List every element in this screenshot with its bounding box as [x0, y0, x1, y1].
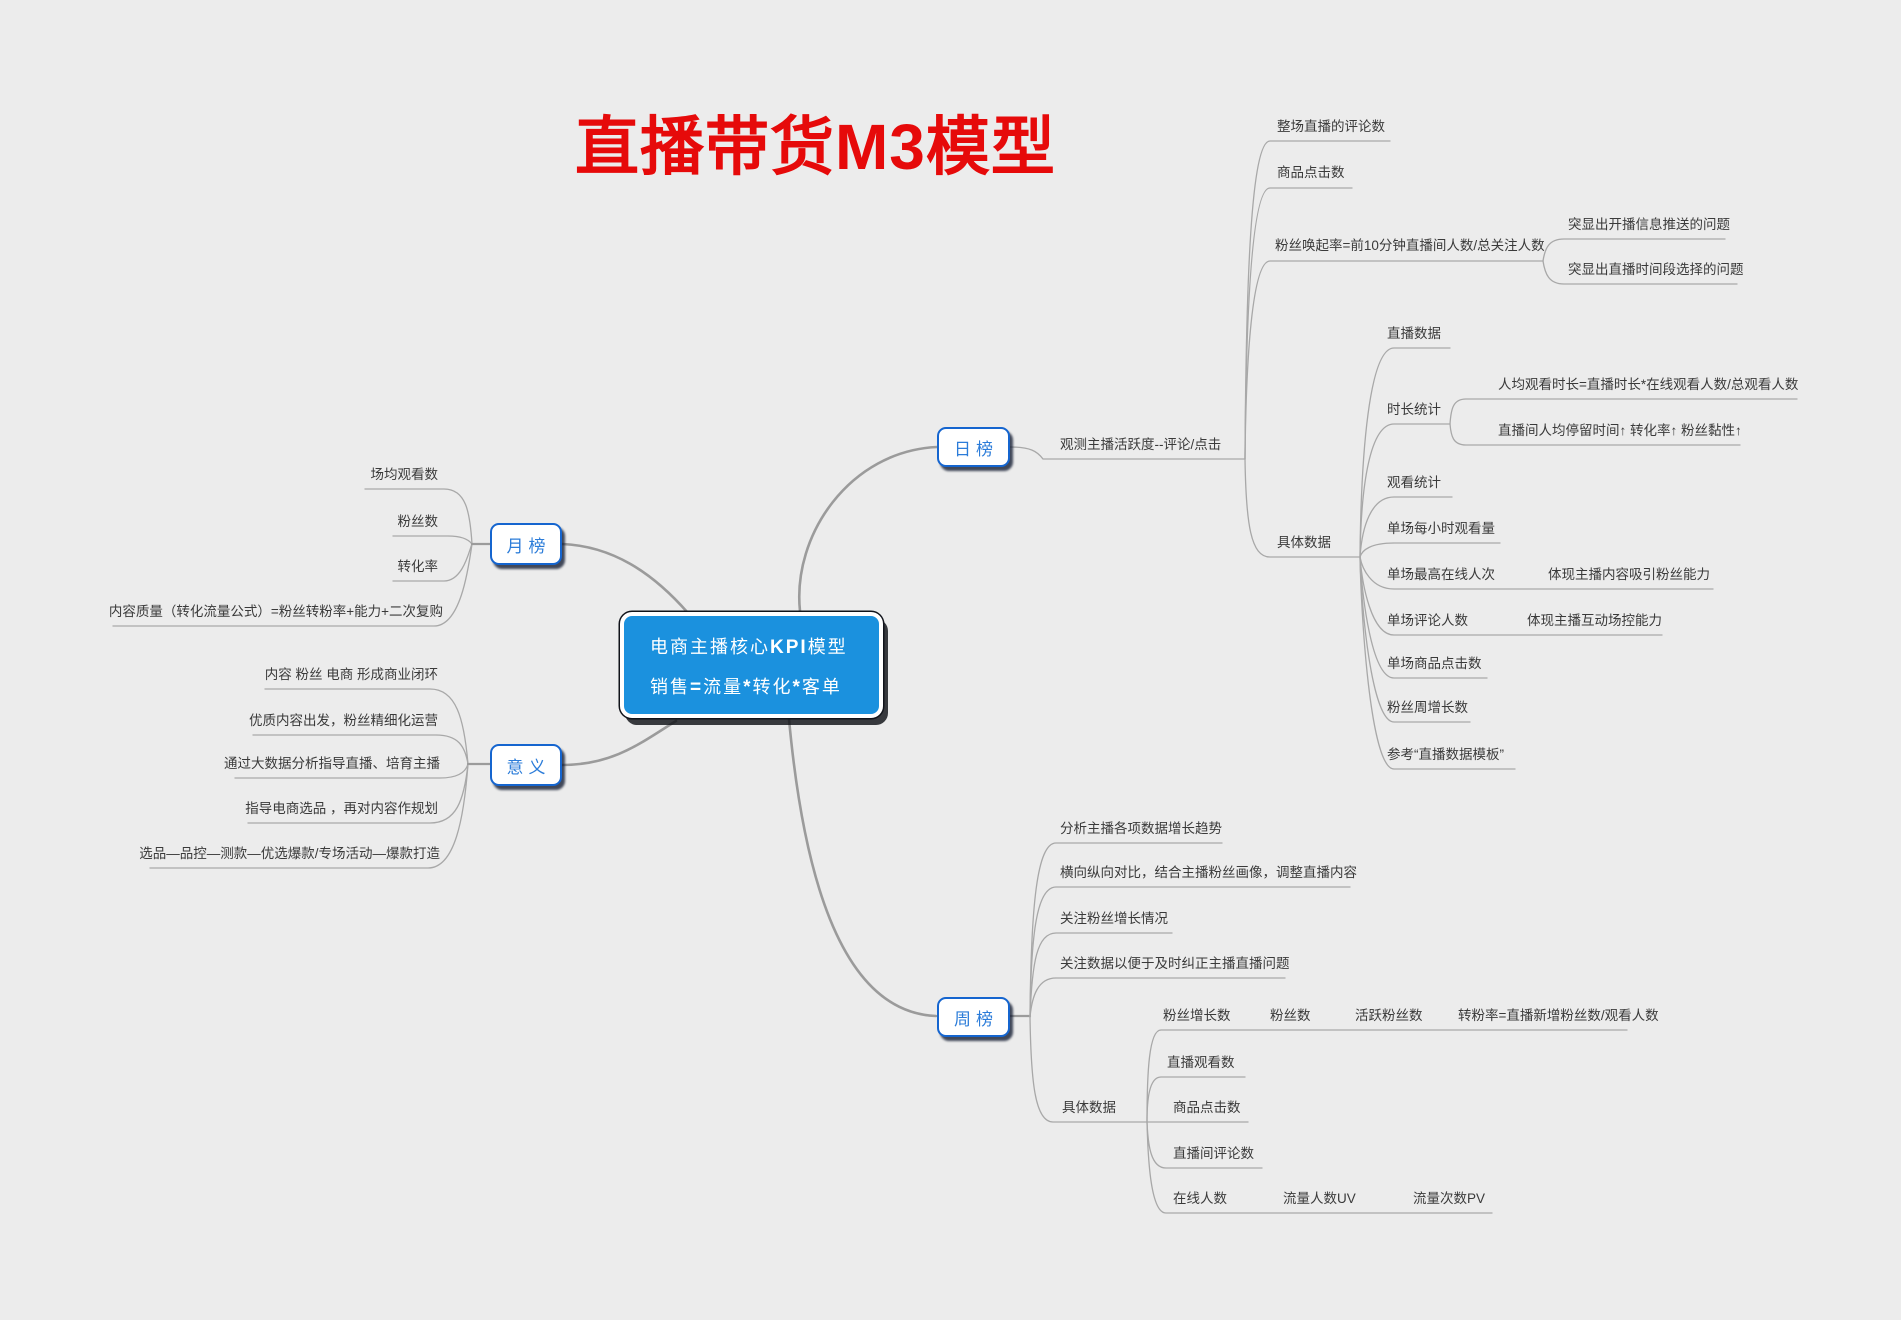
- edge-duration-avgwatch: [1449, 398, 1798, 425]
- edge-center-month: [560, 542, 690, 615]
- leaf-detail-watch-stat[interactable]: 观看统计: [1387, 475, 1441, 490]
- leaf-meaning-2[interactable]: 优质内容出发，粉丝精细化运营: [249, 713, 438, 728]
- map-title[interactable]: 直播带货M3模型: [575, 111, 1056, 183]
- edge-detail-duration: [1359, 423, 1451, 558]
- center-topic[interactable]: 电商主播核心KPI模型 销售=流量*转化*客单: [620, 612, 883, 718]
- leaf-day-comments-total[interactable]: 整场直播的评论数: [1277, 119, 1385, 134]
- center-topic-line2: 销售=流量*转化*客单: [650, 677, 842, 698]
- edge-act-detail: [1244, 458, 1361, 558]
- leaf-detail-fans-week-growth[interactable]: 粉丝周增长数: [1387, 700, 1468, 715]
- edge-week-3: [1029, 932, 1173, 1018]
- leaf-week-fans-growth[interactable]: 关注粉丝增长情况: [1060, 911, 1168, 926]
- leaf-month-conversion[interactable]: 转化率: [397, 559, 439, 574]
- topic-meaning[interactable]: 意义: [490, 744, 562, 786]
- edge-month-2: [392, 535, 473, 545]
- leaf-peak-online-note[interactable]: 体现主播内容吸引粉丝能力: [1548, 567, 1710, 582]
- edge-month-1: [364, 488, 473, 545]
- topic-week[interactable]: 周榜: [937, 997, 1010, 1037]
- leaf-chain-fans-growth[interactable]: 粉丝增长数: [1163, 1008, 1231, 1023]
- leaf-detail-peak-online[interactable]: 单场最高在线人次: [1387, 567, 1495, 582]
- edge-wdetail-comments: [1146, 1121, 1263, 1169]
- edge-detail-watchstat: [1359, 496, 1453, 558]
- edge-meaning-2: [252, 734, 469, 765]
- leaf-detail-template-ref[interactable]: 参考“直播数据模板”: [1387, 747, 1504, 762]
- leaf-day-activity[interactable]: 观测主播活跃度--评论/点击: [1060, 437, 1222, 452]
- leaf-wake-issue-timeslot[interactable]: 突显出直播时间段选择的问题: [1568, 262, 1744, 277]
- topic-day[interactable]: 日榜: [937, 427, 1010, 467]
- leaf-detail-comment-users[interactable]: 单场评论人数: [1387, 613, 1468, 628]
- edge-week-2: [1029, 886, 1351, 1018]
- leaf-day-product-clicks[interactable]: 商品点击数: [1277, 165, 1345, 180]
- leaf-meaning-4[interactable]: 指导电商选品 ，再对内容作规划: [245, 801, 438, 816]
- leaf-detail-hourly[interactable]: 单场每小时观看量: [1387, 521, 1495, 536]
- leaf-month-fans[interactable]: 粉丝数: [397, 514, 439, 529]
- leaf-meaning-3[interactable]: 通过大数据分析指导直播、培育主播: [224, 756, 440, 771]
- edge-month-4: [112, 543, 473, 627]
- leaf-meaning-1[interactable]: 内容 粉丝 电商 形成商业闭环: [264, 667, 438, 682]
- leaf-wdetail-pv[interactable]: 流量次数PV: [1413, 1191, 1486, 1206]
- leaf-wake-issue-push[interactable]: 突显出开播信息推送的问题: [1568, 217, 1730, 232]
- edge-day-activity: [1009, 446, 1246, 460]
- leaf-duration-avg-watch[interactable]: 人均观看时长=直播时长*在线观看人数/总观看人数: [1498, 377, 1799, 392]
- leaf-wdetail-room-comments[interactable]: 直播间评论数: [1173, 1146, 1254, 1161]
- leaf-duration-stay[interactable]: 直播间人均停留时间↑ 转化率↑ 粉丝黏性↑: [1498, 423, 1742, 438]
- leaf-day-fan-wake[interactable]: 粉丝唤起率=前10分钟直播间人数/总关注人数: [1275, 238, 1545, 253]
- leaf-detail-live-data[interactable]: 直播数据: [1387, 326, 1441, 341]
- topic-month[interactable]: 月榜: [490, 523, 562, 565]
- leaf-comment-users-note[interactable]: 体现主播互动场控能力: [1527, 613, 1662, 628]
- edge-meaning-5: [149, 763, 469, 869]
- edge-duration-stay: [1449, 423, 1741, 446]
- leaf-day-detail[interactable]: 具体数据: [1277, 535, 1331, 550]
- edge-wdetail-online: [1146, 1121, 1493, 1214]
- edge-wake-issue2: [1542, 260, 1738, 285]
- leaf-detail-product-clicks[interactable]: 单场商品点击数: [1387, 656, 1482, 671]
- leaf-week-compare[interactable]: 横向纵向对比，结合主播粉丝画像，调整直播内容: [1060, 865, 1357, 880]
- edge-meaning-1: [264, 688, 469, 765]
- leaf-chain-active-fans[interactable]: 活跃粉丝数: [1355, 1008, 1423, 1023]
- edge-wake-issue1: [1542, 238, 1726, 262]
- leaf-wdetail-online[interactable]: 在线人数: [1173, 1191, 1227, 1206]
- center-topic-line1: 电商主播核心KPI模型: [650, 637, 848, 658]
- edge-center-meaning: [560, 719, 678, 767]
- leaf-wdetail-product-clicks[interactable]: 商品点击数: [1173, 1100, 1241, 1115]
- leaf-week-detail[interactable]: 具体数据: [1062, 1100, 1116, 1115]
- leaf-week-trend[interactable]: 分析主播各项数据增长趋势: [1060, 821, 1222, 836]
- edge-detail-hourly: [1359, 542, 1501, 558]
- edge-wdetail-liveviews: [1146, 1076, 1246, 1123]
- edge-detail-livedata: [1359, 347, 1451, 558]
- leaf-chain-fans[interactable]: 粉丝数: [1270, 1008, 1311, 1023]
- leaf-chain-convert-rate[interactable]: 转粉率=直播新增粉丝数/观看人数: [1458, 1008, 1659, 1023]
- leaf-detail-duration[interactable]: 时长统计: [1387, 402, 1441, 417]
- edge-act-wake: [1244, 260, 1544, 460]
- leaf-wdetail-uv[interactable]: 流量人数UV: [1283, 1191, 1356, 1206]
- leaf-wdetail-live-views[interactable]: 直播观看数: [1167, 1055, 1235, 1070]
- edge-act-clicks: [1244, 187, 1353, 460]
- edge-center-day: [797, 445, 939, 613]
- leaf-meaning-5[interactable]: 选品—品控—测款—优选爆款/专场活动—爆款打造: [139, 846, 440, 861]
- edge-week-4: [1029, 977, 1286, 1018]
- leaf-month-avg-views[interactable]: 场均观看数: [370, 467, 439, 482]
- edge-center-week: [787, 717, 938, 1018]
- edge-week-detail: [1029, 1016, 1148, 1123]
- leaf-week-correct[interactable]: 关注数据以便于及时纠正主播直播问题: [1060, 956, 1290, 971]
- edge-detail-template: [1359, 556, 1516, 770]
- leaf-month-content-quality[interactable]: 内容质量（转化流量公式）=粉丝转粉率+能力+二次复购: [108, 604, 443, 619]
